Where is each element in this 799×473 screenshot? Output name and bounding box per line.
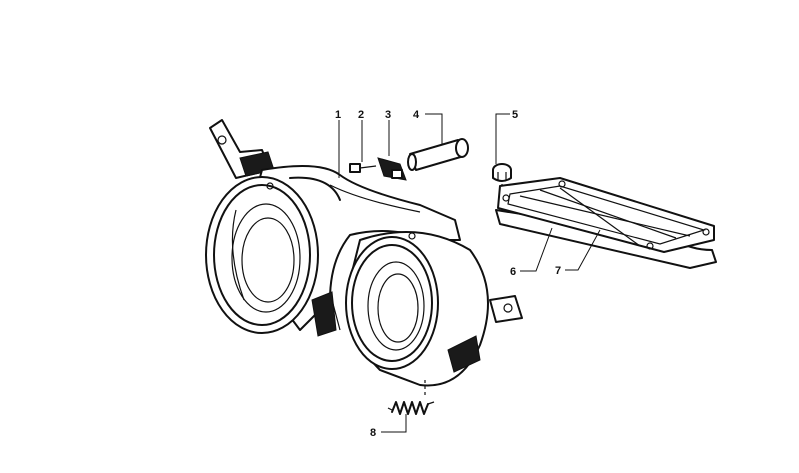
leader-lines xyxy=(338,113,601,433)
callout-1: 1 xyxy=(335,109,341,121)
callout-4: 4 xyxy=(413,109,420,121)
cover-plate-part xyxy=(497,177,715,253)
callout-7: 7 xyxy=(555,265,561,277)
spring-part xyxy=(387,401,435,415)
adjuster-tube-part xyxy=(407,138,469,171)
callout-5: 5 xyxy=(512,109,518,121)
screw-part xyxy=(349,163,377,173)
callouts: 1 2 3 4 5 6 7 8 xyxy=(335,109,561,439)
callout-3: 3 xyxy=(385,109,391,121)
callout-6: 6 xyxy=(510,266,516,278)
headlight-housing xyxy=(205,119,523,395)
callout-2: 2 xyxy=(358,109,364,121)
callout-8: 8 xyxy=(370,427,376,439)
clip-part xyxy=(377,157,407,181)
